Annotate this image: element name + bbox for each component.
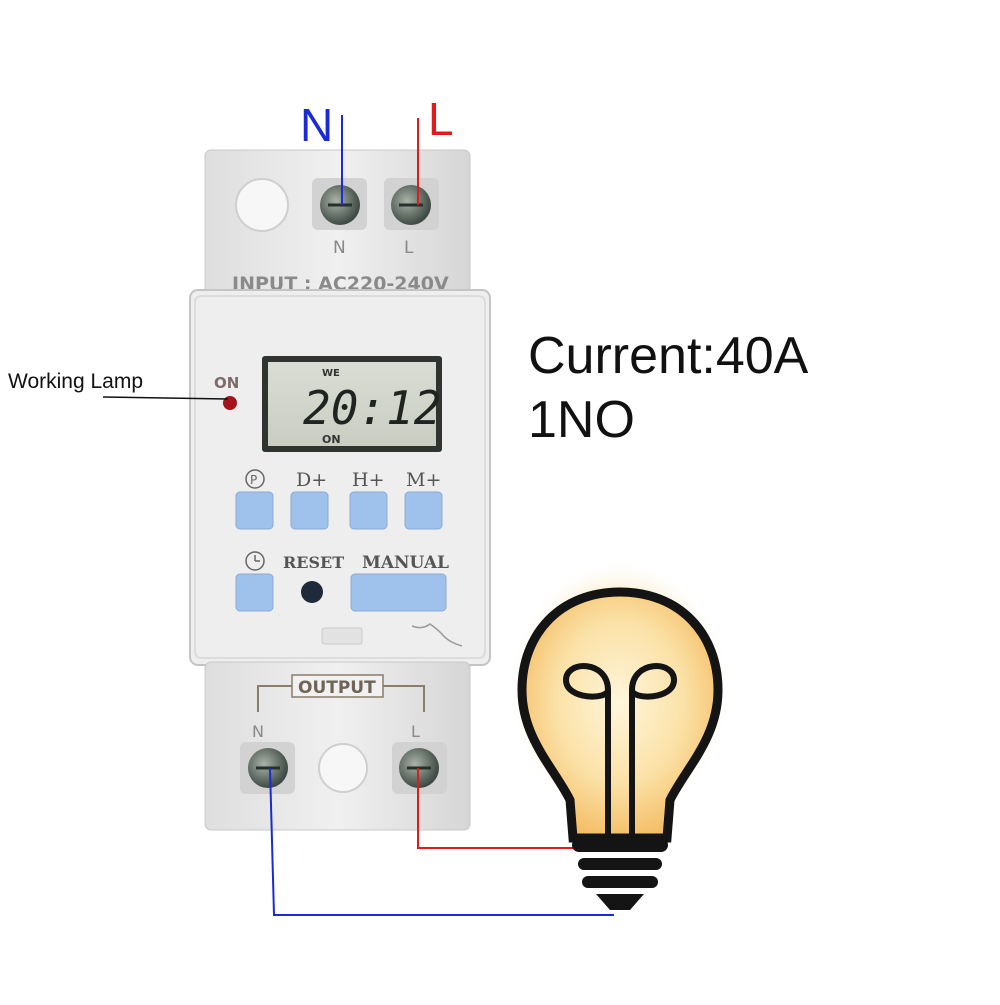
output-live-wire (417, 768, 582, 849)
minute-plus-label: M+ (406, 469, 441, 491)
reset-label: RESET (283, 553, 344, 572)
filament-left (562, 663, 611, 835)
cover-latch (321, 627, 363, 645)
lcd-display (268, 362, 436, 446)
lcd-time: 20:12 (303, 381, 441, 435)
output-neutral-wire (269, 767, 614, 916)
live-wire-label: L (428, 93, 454, 145)
current-rating: Current:40A (528, 327, 809, 385)
bulb-base-ring (572, 838, 668, 852)
hour-plus-button[interactable] (349, 491, 388, 530)
bulb-base-tip (596, 894, 644, 910)
indicator-label: ON (214, 374, 239, 392)
reset-button[interactable] (301, 581, 323, 603)
terminal-label-n: N (333, 238, 346, 258)
clock-button[interactable] (235, 573, 274, 612)
timer-device: N L INPUT : AC220-240V ON WE 20:12 ON P … (189, 149, 491, 831)
hour-plus-label: H+ (352, 469, 385, 491)
working-lamp-leader (102, 396, 229, 400)
output-box (291, 674, 384, 698)
output-terminal-label-l: L (411, 722, 420, 741)
output-terminal-label-n: N (252, 722, 264, 741)
output-label: OUTPUT (298, 678, 376, 698)
hand-icon (411, 623, 463, 647)
wiring (269, 115, 614, 916)
manual-label: MANUAL (362, 553, 449, 573)
working-lamp-label: Working Lamp (8, 370, 144, 393)
neutral-wire-label: N (300, 99, 334, 151)
terminal-label-l: L (404, 238, 414, 258)
contact-type: 1NO (528, 391, 635, 449)
bulb-base-ring (582, 876, 658, 888)
mounting-hole-top (235, 178, 289, 232)
bulb-glass (517, 587, 723, 843)
program-symbol: P (250, 473, 257, 487)
manual-button[interactable] (350, 573, 447, 612)
lcd-status: ON (322, 433, 341, 446)
bulb-base-ring (578, 858, 662, 870)
minute-plus-button[interactable] (404, 491, 443, 530)
lcd-day: WE (322, 368, 340, 379)
day-plus-button[interactable] (290, 491, 329, 530)
mounting-hole-bottom (318, 743, 368, 793)
filament-right (629, 663, 678, 835)
working-lamp-indicator (223, 396, 237, 410)
clock-icon (245, 551, 265, 571)
light-bulb (508, 558, 732, 910)
day-plus-label: D+ (296, 469, 327, 491)
program-icon (245, 469, 265, 489)
program-button[interactable] (235, 491, 274, 530)
